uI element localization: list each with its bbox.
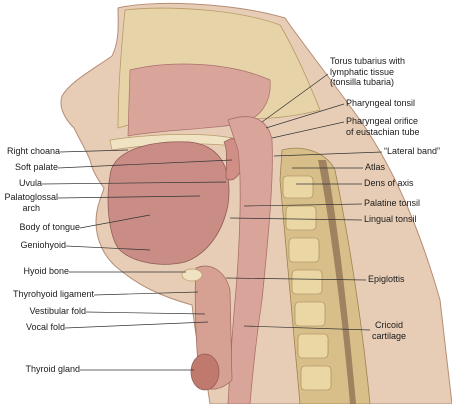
label-lingual-tonsil: Lingual tonsil xyxy=(364,214,417,224)
hyoid-bone-shape xyxy=(181,268,203,282)
label-cricoid-cartilage: Cricoid cartilage xyxy=(372,320,407,341)
label-right-choana: Right choana xyxy=(6,146,60,156)
label-soft-palate: Soft palate xyxy=(14,162,58,172)
label-dens-of-axis: Dens of axis xyxy=(364,178,414,188)
label-hyoid-bone: Hyoid bone xyxy=(23,266,69,276)
label-uvula: Uvula xyxy=(18,178,42,188)
pharynx xyxy=(227,116,273,404)
label-epiglottis: Epiglottis xyxy=(368,274,405,284)
label-lateral-band: “Lateral band” xyxy=(384,146,441,156)
label-thyroid-gland: Thyroid gland xyxy=(25,364,80,374)
label-pharyngeal-orifice: Pharyngeal orifice of eustachian tube xyxy=(346,116,420,137)
spinal-canal xyxy=(318,160,356,404)
leader-lines xyxy=(41,73,383,371)
label-atlas: Atlas xyxy=(365,162,386,172)
label-body-of-tongue: Body of tongue xyxy=(19,222,80,232)
label-vocal-fold: Vocal fold xyxy=(25,322,65,332)
label-pharyngeal-tonsil: Pharyngeal tonsil xyxy=(346,98,416,108)
label-torus-tubarius: Torus tubarius with lymphatic tissue (to… xyxy=(330,56,406,87)
tongue xyxy=(107,141,230,265)
vertebral-bodies xyxy=(282,175,332,391)
label-thyrohyoid-ligament: Thyrohyoid ligament xyxy=(12,289,94,299)
thyroid-gland-shape xyxy=(190,353,220,391)
label-palatoglossal-arch: Palatoglossal arch xyxy=(4,192,58,213)
label-vestibular-fold: Vestibular fold xyxy=(29,306,86,316)
label-geniohyoid: Geniohyoid xyxy=(20,240,66,250)
label-palatine-tonsil: Palatine tonsil xyxy=(364,198,421,208)
